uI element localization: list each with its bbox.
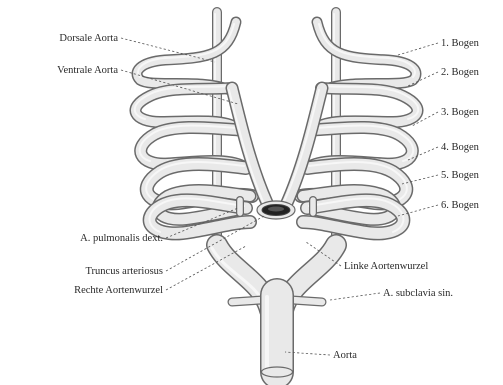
label-bogen-3: 3. Bogen	[441, 107, 480, 118]
descending-aorta	[262, 295, 293, 377]
label-bogen-6: 6. Bogen	[441, 200, 480, 211]
label-rechte-aortenwurzel: Rechte Aortenwurzel	[74, 285, 163, 296]
label-bogen-1: 1. Bogen	[441, 38, 480, 49]
ventral-aorta-right	[283, 88, 322, 205]
vessel-illustration	[135, 12, 419, 377]
label-aorta: Aorta	[333, 350, 357, 361]
label-bogen-2: 2. Bogen	[441, 67, 480, 78]
label-bogen-5: 5. Bogen	[441, 170, 480, 181]
label-truncus-arteriosus: Truncus arteriosus	[86, 266, 163, 277]
label-pulmonalis-dext: A. pulmonalis dext.	[80, 233, 163, 244]
label-linke-aortenwurzel: Linke Aortenwurzel	[344, 261, 428, 272]
label-ventrale-aorta: Ventrale Aorta	[57, 65, 118, 76]
label-dorsale-aorta: Dorsale Aorta	[59, 33, 118, 44]
label-subclavia-sin: A. subclavia sin.	[383, 288, 453, 299]
label-bogen-4: 4. Bogen	[441, 142, 480, 153]
arches-left	[135, 22, 252, 233]
